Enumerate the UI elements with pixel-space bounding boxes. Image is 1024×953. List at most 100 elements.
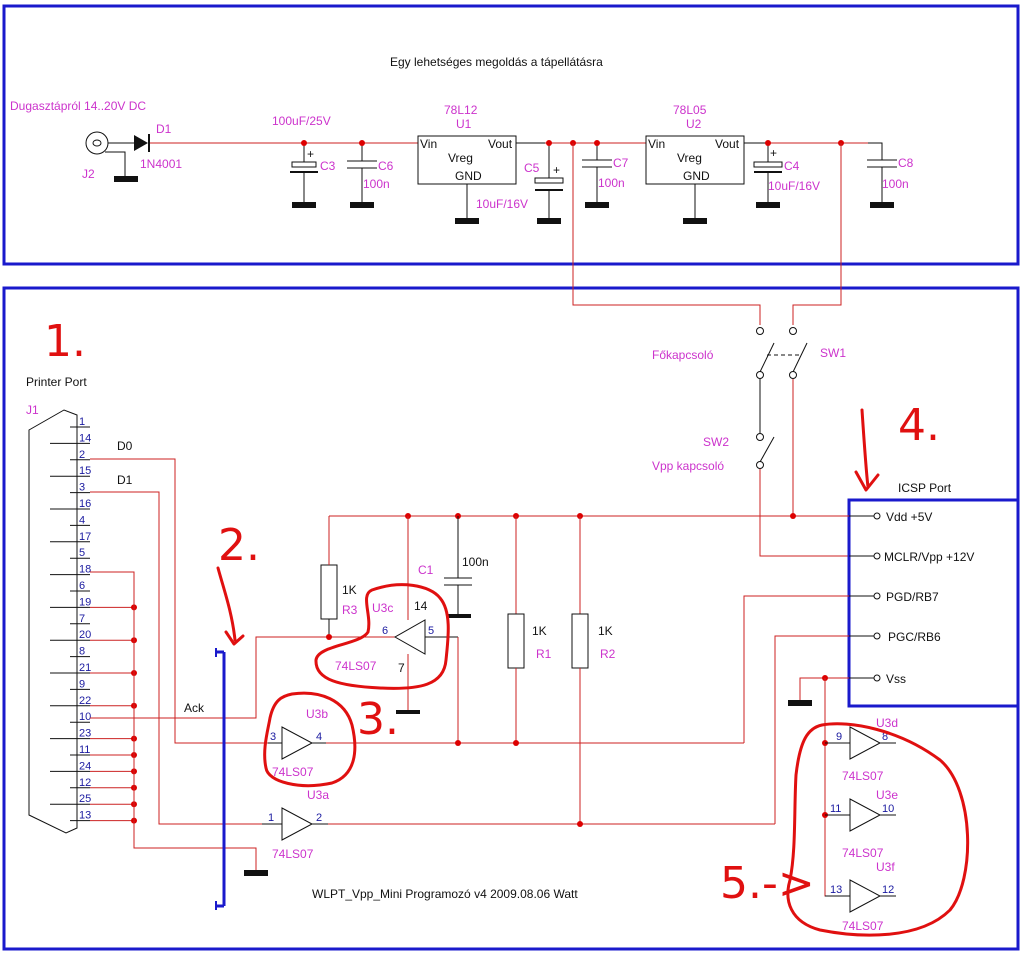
u1-vout: Vout: [488, 137, 513, 151]
icsp-pin-mclr: MCLR/Vpp +12V: [884, 550, 974, 564]
pin-label-6: 6: [79, 580, 85, 592]
c8-value: 100n: [882, 177, 909, 191]
switch-sw2[interactable]: SW2 Vpp kapcsoló: [652, 433, 775, 474]
icsp-port: [847, 498, 1020, 708]
capacitor-c8: C8 100n: [867, 142, 914, 208]
u3b-ref: U3b: [306, 707, 328, 721]
regulator-u1: 78L12 U1 Vin Vout Vreg GND: [417, 103, 517, 224]
d1-ref: D1: [156, 122, 172, 136]
highlight-u3d-f: [786, 722, 970, 937]
dc-jack-j2: J2: [82, 131, 138, 182]
printer-port-pins: 1142153164175186197208219221023112412251…: [50, 416, 137, 824]
pin-label-8: 8: [79, 646, 85, 658]
pin-label-20: 20: [79, 629, 91, 641]
diode-d1: D1 1N4001: [134, 122, 182, 171]
hand-annotations: 1. 2. 3. 4. 5.->: [44, 316, 970, 937]
pin-label-19: 19: [79, 596, 91, 608]
capacitor-c6: C6 100n: [347, 143, 394, 208]
sw1-ref: SW1: [820, 346, 846, 360]
pin-label-22: 22: [79, 695, 91, 707]
r2-value: 1K: [598, 624, 613, 638]
pin-label-9: 9: [79, 678, 85, 690]
capacitor-c1: C1 100n: [418, 516, 489, 618]
buffer-u3e: U3e 11 10 74LS07: [825, 788, 898, 860]
u3c-in-pin: 6: [382, 625, 388, 637]
u1-part: 78L12: [444, 103, 478, 117]
u3e-out-pin: 10: [882, 803, 894, 815]
u3f-ref: U3f: [876, 860, 895, 874]
resistor-r3: 1K R3: [320, 516, 358, 637]
pin-label-14: 14: [79, 432, 91, 444]
icsp-pin-vss: Vss: [886, 672, 906, 686]
annotation-3: 3.: [357, 694, 399, 745]
sw2-ref: SW2: [703, 435, 729, 449]
capacitor-c5: + C5 10uF/16V: [476, 143, 564, 224]
u3c-gnd-pin: 7: [398, 661, 405, 675]
r1-value: 1K: [532, 624, 547, 638]
buffer-u3d: U3d 9 8 74LS07: [825, 716, 898, 783]
icsp-pin-pgc: PGC/RB6: [888, 630, 941, 644]
pin-label-3: 3: [79, 482, 85, 494]
u3a-in-pin: 1: [268, 812, 274, 824]
u3c-vcc-pin: 14: [414, 599, 428, 613]
pin-label-25: 25: [79, 793, 91, 805]
u1-ref: U1: [456, 117, 472, 131]
annotation-4: 4.: [898, 400, 940, 451]
pin-label-12: 12: [79, 777, 91, 789]
u3e-in-pin: 11: [830, 803, 841, 815]
highlight-u3c: [314, 583, 450, 690]
pin-label-7: 7: [79, 613, 85, 625]
bus-bracket: [215, 648, 226, 910]
pin-label-10: 10: [79, 711, 91, 723]
c5-value: 10uF/16V: [476, 197, 528, 211]
pin-label-1: 1: [79, 416, 85, 428]
capacitor-c7: C7 100n: [582, 143, 629, 208]
u3c-part: 74LS07: [335, 659, 377, 673]
pin-label-23: 23: [79, 728, 91, 740]
power-supply-frame: [2, 4, 1020, 266]
r3-value: 1K: [342, 583, 357, 597]
pin-label-21: 21: [79, 662, 91, 674]
u3d-ref: U3d: [876, 716, 898, 730]
pin-label-16: 16: [79, 498, 91, 510]
ack-label: Ack: [184, 701, 205, 715]
power-input-label: Dugasztápról 14..20V DC: [10, 99, 146, 113]
c7-value: 100n: [598, 176, 625, 190]
u3c-ref: U3c: [372, 601, 393, 615]
u3c-out-pin: 5: [428, 625, 434, 637]
d1-label: D1: [117, 473, 133, 487]
ground-symbol: [114, 176, 138, 182]
r1-ref: R1: [536, 647, 552, 661]
plus-sign: +: [770, 146, 777, 160]
r3-ref: R3: [342, 603, 358, 617]
pin-label-15: 15: [79, 465, 91, 477]
d1-value: 1N4001: [140, 157, 182, 171]
pin-label-13: 13: [79, 810, 91, 822]
switch-sw1[interactable]: Főkapcsoló SW1: [652, 327, 846, 379]
c4-ref: C4: [784, 159, 800, 173]
annotation-5: 5.->: [720, 858, 815, 909]
arrow-head-icon: [224, 630, 245, 646]
pin-label-18: 18: [79, 564, 91, 576]
icsp-label: ICSP Port: [898, 481, 952, 495]
r2-ref: R2: [600, 647, 616, 661]
buffer-u3c: U3c 14 6 5 74LS07 7: [335, 516, 458, 714]
u3f-out-pin: 12: [882, 884, 894, 896]
u3a-part: 74LS07: [272, 847, 314, 861]
pin-label-17: 17: [79, 531, 91, 543]
annotation-1: 1.: [44, 316, 86, 367]
c3-ref: C3: [320, 159, 336, 173]
j1-ref: J1: [26, 403, 39, 417]
c1-value: 100n: [462, 555, 489, 569]
pin-label-2: 2: [79, 449, 85, 461]
u2-gnd: GND: [683, 169, 710, 183]
u3d-out-pin: 8: [882, 731, 888, 743]
u3d-part: 74LS07: [842, 769, 884, 783]
j2-ref: J2: [82, 167, 95, 181]
printer-port-label: Printer Port: [26, 375, 87, 389]
u2-vin: Vin: [648, 137, 665, 151]
u3a-ref: U3a: [307, 788, 329, 802]
pin-label-11: 11: [79, 744, 90, 756]
buffer-u3f: U3f 13 12 74LS07: [825, 860, 896, 933]
